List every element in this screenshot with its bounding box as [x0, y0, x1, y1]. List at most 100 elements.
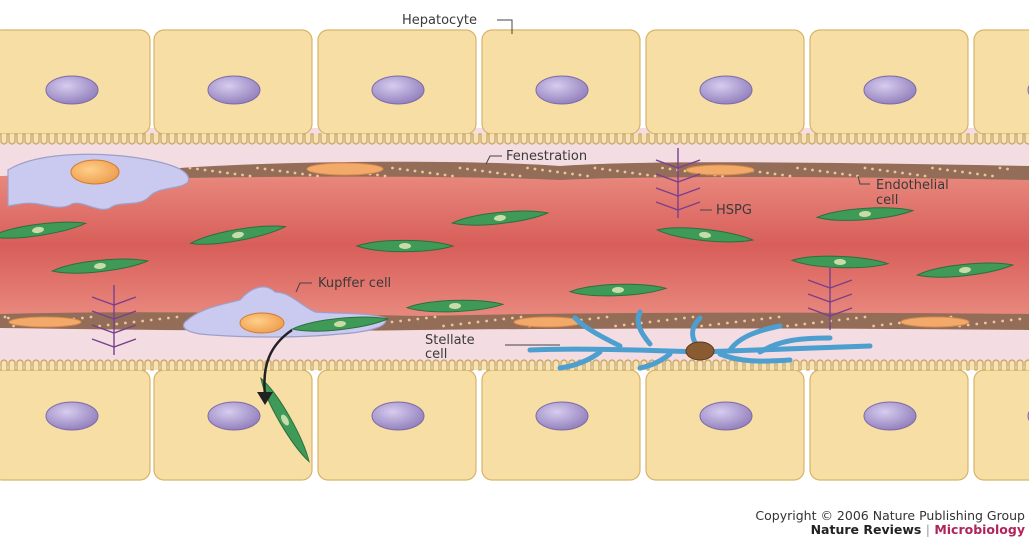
- granule: [526, 167, 529, 170]
- granule: [376, 174, 379, 177]
- granule: [789, 175, 792, 178]
- granule: [683, 317, 686, 320]
- granule: [107, 324, 110, 327]
- granule: [264, 168, 267, 171]
- granule: [1006, 168, 1009, 171]
- granule: [646, 174, 649, 177]
- granule: [601, 168, 604, 171]
- granule: [436, 173, 439, 176]
- granule: [616, 170, 619, 173]
- granule: [811, 169, 814, 172]
- granule: [871, 168, 874, 171]
- granule: [459, 167, 462, 170]
- label-stellate: Stellate: [425, 333, 475, 348]
- label-fenestration: Fenestration: [506, 149, 587, 164]
- kupffer-nucleus: [71, 160, 119, 184]
- granule: [4, 316, 7, 319]
- granule: [502, 318, 505, 321]
- granule: [494, 319, 497, 322]
- granule: [294, 172, 297, 175]
- granule: [234, 173, 237, 176]
- granule: [309, 174, 312, 177]
- granule: [846, 318, 849, 321]
- granule: [504, 173, 507, 176]
- granule: [541, 169, 544, 172]
- hepatocyte-nucleus: [536, 402, 588, 430]
- granule: [496, 172, 499, 175]
- granule: [889, 323, 892, 326]
- granule: [976, 173, 979, 176]
- hepatocyte-nucleus: [700, 402, 752, 430]
- granule: [984, 174, 987, 177]
- label-hepatocyte: Hepatocyte: [402, 13, 477, 28]
- granule: [606, 316, 609, 319]
- granule: [226, 172, 229, 175]
- granule: [444, 174, 447, 177]
- granule: [969, 172, 972, 175]
- hepatocyte-nucleus: [372, 76, 424, 104]
- granule: [451, 175, 454, 178]
- granule: [692, 316, 695, 319]
- endothelial-nucleus: [901, 317, 969, 327]
- granule: [864, 167, 867, 170]
- granule: [124, 322, 127, 325]
- granule: [406, 169, 409, 172]
- label-kupffer-cell: Kupffer cell: [318, 276, 391, 291]
- granule: [256, 167, 259, 170]
- green-cell-nucleus: [399, 243, 411, 249]
- label-stellate-cell: cell: [425, 347, 447, 362]
- granule: [597, 317, 600, 320]
- hepatocyte-nucleus: [864, 76, 916, 104]
- granule: [886, 170, 889, 173]
- granule: [316, 175, 319, 178]
- granule: [649, 321, 652, 324]
- granule: [624, 171, 627, 174]
- sinusoid-lumen: [0, 172, 1029, 318]
- granule: [669, 168, 672, 171]
- hepatocyte-row-bottom: [0, 370, 1029, 480]
- granule: [623, 324, 626, 327]
- granule: [766, 172, 769, 175]
- granule: [999, 167, 1002, 170]
- granule: [474, 169, 477, 172]
- granule: [549, 170, 552, 173]
- granule: [609, 169, 612, 172]
- granule: [204, 169, 207, 172]
- granule: [946, 169, 949, 172]
- granule: [468, 322, 471, 325]
- granule: [519, 175, 522, 178]
- microvilli-top-path: [0, 134, 1029, 144]
- granule: [841, 173, 844, 176]
- kupffer-nucleus: [240, 313, 284, 333]
- granule: [196, 168, 199, 171]
- microvilli-bottom-path: [0, 360, 1029, 370]
- granule: [571, 173, 574, 176]
- granule: [414, 170, 417, 173]
- granule: [666, 319, 669, 322]
- hepatocyte-nucleus: [208, 402, 260, 430]
- granule: [991, 175, 994, 178]
- granule: [803, 323, 806, 326]
- granule: [849, 174, 852, 177]
- granule: [115, 323, 118, 326]
- granule: [434, 316, 437, 319]
- granule: [786, 325, 789, 328]
- granule: [924, 175, 927, 178]
- granule: [286, 171, 289, 174]
- granule: [520, 316, 523, 319]
- granule: [778, 316, 781, 319]
- granule: [1018, 318, 1021, 321]
- hepatocyte: [974, 30, 1029, 134]
- journal-separator: |: [926, 522, 930, 537]
- granule: [774, 173, 777, 176]
- granule: [241, 174, 244, 177]
- granule: [735, 321, 738, 324]
- granule: [249, 175, 252, 178]
- granule: [588, 318, 591, 321]
- copyright-line: Copyright © 2006 Nature Publishing Group: [755, 508, 1025, 523]
- granule: [489, 171, 492, 174]
- hepatocyte-row-top: [0, 30, 1029, 134]
- journal-line: Nature Reviews | Microbiology: [811, 522, 1025, 537]
- granule: [961, 171, 964, 174]
